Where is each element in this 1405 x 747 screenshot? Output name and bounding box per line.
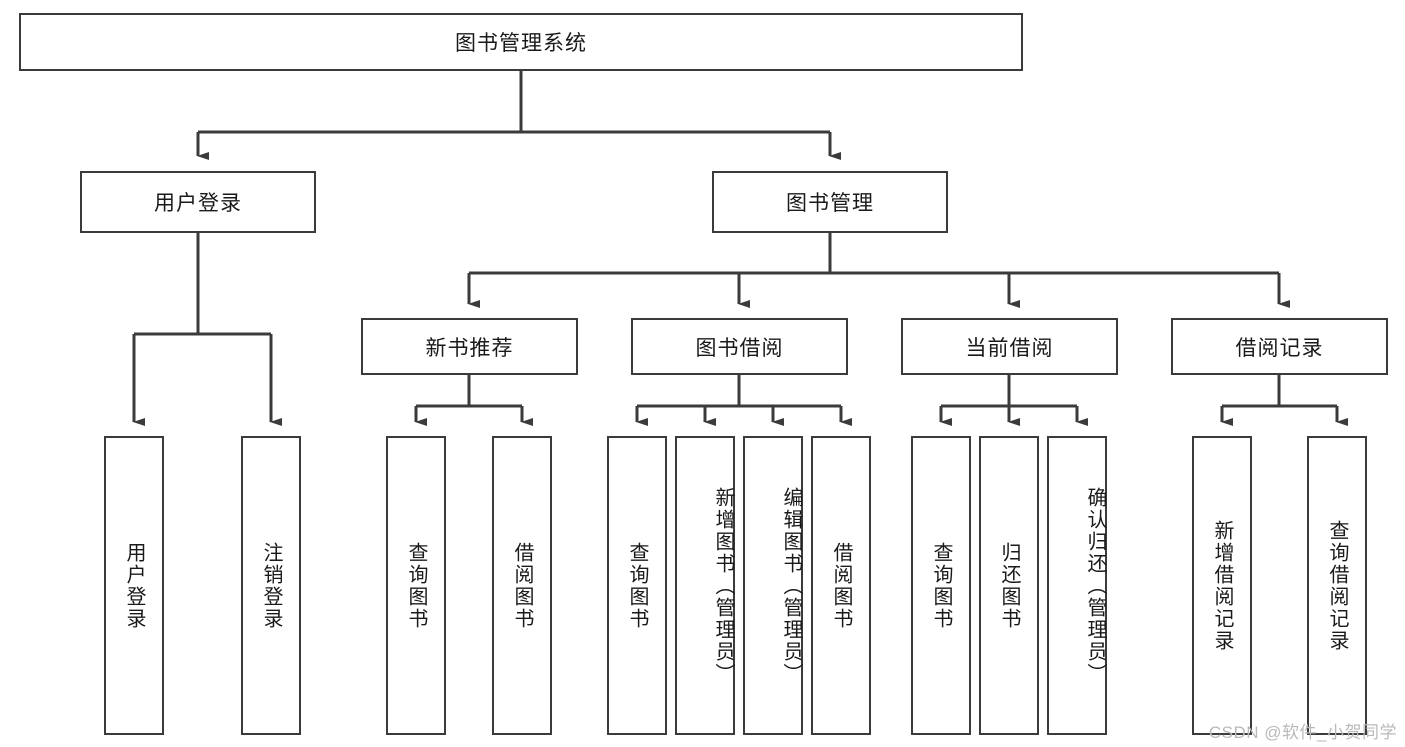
node-label: 查询图书 bbox=[930, 541, 952, 630]
node-label: 查询借阅记录 bbox=[1326, 519, 1348, 652]
node-label: 编辑图书（管理员） bbox=[780, 486, 802, 685]
csdn-watermark: CSDN @软件_小贺同学 bbox=[1208, 723, 1397, 742]
node-label: 借阅图书 bbox=[830, 541, 852, 630]
leaf-query-book-2[interactable]: 查询图书 bbox=[607, 436, 667, 735]
node-label: 查询图书 bbox=[626, 541, 648, 630]
leaf-borrow-book-1[interactable]: 借阅图书 bbox=[492, 436, 552, 735]
leaf-confirm-return[interactable]: 确认归还（管理员） bbox=[1047, 436, 1107, 735]
node-label: 归还图书 bbox=[998, 541, 1020, 630]
node-borrow-record[interactable]: 借阅记录 bbox=[1171, 318, 1388, 375]
leaf-logout-login[interactable]: 注销登录 bbox=[241, 436, 301, 735]
leaf-return-book[interactable]: 归还图书 bbox=[979, 436, 1039, 735]
node-label: 用户登录 bbox=[123, 541, 145, 630]
node-user-login[interactable]: 用户登录 bbox=[80, 171, 316, 233]
node-label: 确认归还（管理员） bbox=[1084, 486, 1106, 685]
leaf-borrow-book-2[interactable]: 借阅图书 bbox=[811, 436, 871, 735]
node-label: 图书管理系统 bbox=[455, 32, 587, 55]
node-book-borrow[interactable]: 图书借阅 bbox=[631, 318, 848, 375]
leaf-query-book-3[interactable]: 查询图书 bbox=[911, 436, 971, 735]
node-label: 当前借阅 bbox=[965, 336, 1054, 360]
node-label: 借阅图书 bbox=[511, 541, 533, 630]
leaf-add-book[interactable]: 新增图书（管理员） bbox=[675, 436, 735, 735]
node-label: 用户登录 bbox=[154, 192, 242, 215]
node-book-management[interactable]: 图书管理 bbox=[712, 171, 948, 233]
leaf-add-record[interactable]: 新增借阅记录 bbox=[1192, 436, 1252, 735]
node-label: 图书借阅 bbox=[695, 336, 784, 360]
node-label: 新增借阅记录 bbox=[1211, 519, 1233, 652]
node-label: 借阅记录 bbox=[1235, 336, 1324, 360]
leaf-query-book-1[interactable]: 查询图书 bbox=[386, 436, 446, 735]
node-root-system[interactable]: 图书管理系统 bbox=[19, 13, 1023, 71]
node-label: 查询图书 bbox=[405, 541, 427, 630]
node-label: 注销登录 bbox=[260, 541, 282, 630]
node-label: 新增图书（管理员） bbox=[712, 486, 734, 685]
node-new-book-recommend[interactable]: 新书推荐 bbox=[361, 318, 578, 375]
leaf-edit-book[interactable]: 编辑图书（管理员） bbox=[743, 436, 803, 735]
node-label: 新书推荐 bbox=[425, 336, 514, 360]
leaf-user-login[interactable]: 用户登录 bbox=[104, 436, 164, 735]
node-current-borrow[interactable]: 当前借阅 bbox=[901, 318, 1118, 375]
node-label: 图书管理 bbox=[786, 192, 874, 215]
leaf-query-record[interactable]: 查询借阅记录 bbox=[1307, 436, 1367, 735]
